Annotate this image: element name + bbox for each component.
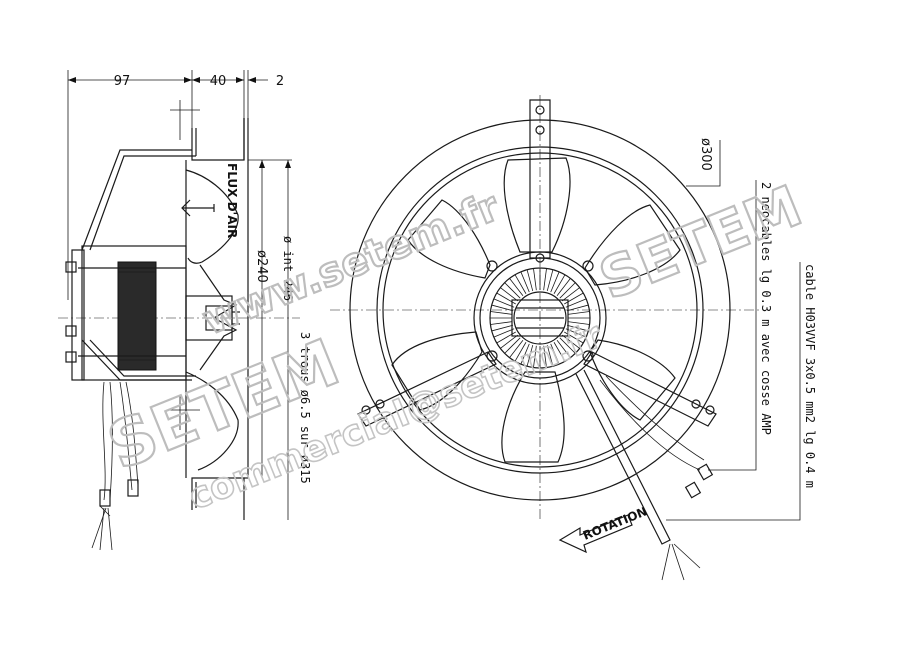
hub-fin <box>496 292 516 305</box>
hub-fin <box>496 331 516 344</box>
hub-fin <box>564 292 584 305</box>
hub-fin <box>559 337 576 354</box>
hub-fin <box>520 271 530 293</box>
hub-fin <box>493 328 515 338</box>
airflow-label: FLUX D'AIR <box>225 163 239 238</box>
hub-fin <box>500 334 519 349</box>
hub-fin <box>556 278 571 297</box>
hub-fin <box>566 304 589 312</box>
hub-fin <box>514 274 527 294</box>
diameter-300: ø300 <box>698 138 713 171</box>
hub-fin <box>550 343 560 365</box>
hub-fin <box>567 321 590 325</box>
neocables-note: 2 neocables lg 0.3 m avec cosse AMP <box>759 182 773 435</box>
dimension-97: 97 <box>114 74 131 89</box>
hub-fin <box>493 298 515 308</box>
hub-fin <box>526 344 534 367</box>
side-view: 97 40 2 <box>58 70 300 551</box>
hub-fin <box>567 311 590 315</box>
fan-blades <box>391 157 681 463</box>
hub-fin <box>565 298 587 308</box>
hub-fin <box>490 311 513 315</box>
hub-fin <box>526 269 534 292</box>
hub-fin <box>509 339 524 358</box>
hub-fin <box>556 339 571 358</box>
hub-fin <box>533 268 537 291</box>
hub-fin <box>550 271 560 293</box>
hub-fin <box>546 344 554 367</box>
dimension-2: 2 <box>276 74 284 89</box>
diameter-240: ø240 <box>254 250 269 283</box>
diameter-int-246: ø int 246 <box>281 236 295 301</box>
rotation-label: ROTATION <box>581 504 649 542</box>
dimension-40: 40 <box>210 74 227 89</box>
hub-fin <box>509 278 524 297</box>
hub-fin <box>520 343 530 365</box>
hub-fin <box>546 269 554 292</box>
holes-note: 3 trous ø6.5 sur ø315 <box>298 332 312 484</box>
watermark-brand-2: SETEM <box>591 174 811 313</box>
hub-fin <box>504 282 521 299</box>
hub-fin <box>543 345 547 368</box>
hub-fin <box>561 334 580 349</box>
hub-fin <box>553 274 566 294</box>
hub-fin <box>553 342 566 362</box>
hub-fin <box>491 304 514 312</box>
hub-fin <box>490 321 513 325</box>
hub-fin <box>500 287 519 302</box>
cable-note: cable H03VVF 3x0.5 mm2 lg 0.4 m <box>803 264 817 488</box>
hub-fin <box>559 282 576 299</box>
hub-fin <box>561 287 580 302</box>
hub-fin <box>566 324 589 332</box>
hub-fin <box>504 337 521 354</box>
hub-fin <box>543 268 547 291</box>
hub-fin <box>565 328 587 338</box>
hub-fin <box>533 345 537 368</box>
hub-fin <box>491 324 514 332</box>
hub-fin <box>514 342 527 362</box>
watermark-site: www.setem.fr <box>197 184 506 345</box>
